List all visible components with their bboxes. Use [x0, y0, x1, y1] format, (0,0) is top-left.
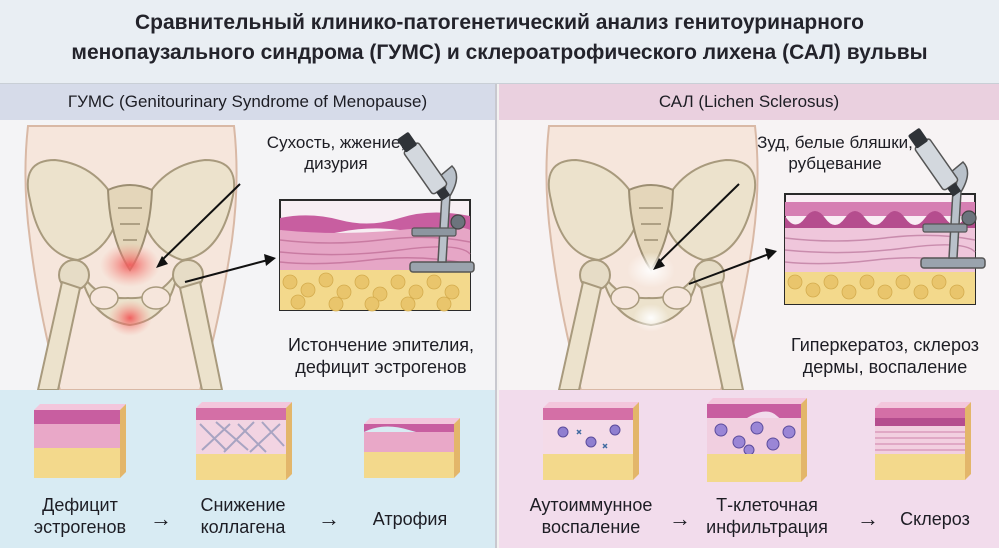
gums-symptoms-label: Сухость, жжение, дизурия: [250, 132, 422, 174]
gums-symptoms-line-2: дизурия: [304, 154, 368, 173]
gums-pathogenesis-flow: Дефицит эстрогенов → Снижение коллагена …: [0, 390, 497, 548]
microscope-icon: [397, 132, 475, 273]
microscope-icon: [908, 128, 986, 269]
flow-step-line-1: Аутоиммунное: [529, 495, 653, 515]
flow-step-line-1: Снижение: [200, 495, 286, 515]
sal-symptoms-line-2: рубцевание: [788, 154, 882, 173]
tissue-block-autoimmune: [543, 402, 639, 480]
flow-step-line-2: эстрогенов: [33, 517, 127, 537]
flow-arrow-icon: →: [318, 506, 340, 531]
gums-histology-line-2: дефицит эстрогенов: [295, 357, 467, 377]
flow-arrow-icon: →: [857, 506, 879, 531]
pelvis-illustration-gums: [24, 125, 238, 391]
sal-heading: САЛ (Lichen Sclerosus): [499, 84, 999, 120]
flow-step-line-2: коллагена: [200, 517, 286, 537]
flow-arrow-icon: →: [669, 506, 691, 531]
flow-arrow-icon: →: [150, 506, 172, 531]
tissue-block-estrogen-deficit: [34, 404, 126, 478]
flow-step-autoimmune-inflammation: Аутоиммунное воспаление: [521, 494, 661, 538]
sal-panel: САЛ (Lichen Sclerosus) Зуд, белые бляшки…: [499, 84, 999, 391]
sal-histology-line-2: дермы, воспаление: [802, 357, 968, 377]
flow-step-line-1: Атрофия: [372, 509, 448, 529]
flow-step-t-cell-infiltration: Т-клеточная инфильтрация: [699, 494, 835, 538]
gums-histology-line-1: Истончение эпителия,: [287, 335, 475, 355]
flow-step-line-1: Склероз: [900, 509, 970, 529]
title-line-1: Сравнительный клинико-патогенетический а…: [134, 11, 865, 34]
tissue-block-t-cell-infiltration: [707, 398, 807, 482]
tissue-block-collagen-loss: [196, 402, 292, 480]
sal-symptoms-label: Зуд, белые бляшки, рубцевание: [735, 132, 935, 174]
flow-step-sclerosis: Склероз: [883, 508, 987, 530]
tissue-block-atrophy: [364, 418, 460, 478]
sal-histology-label: Гиперкератоз, склероз дермы, воспаление: [775, 334, 995, 378]
flow-step-line-1: Дефицит: [42, 495, 118, 515]
gums-histology-section: [279, 199, 471, 312]
gums-heading: ГУМС (Genitourinary Syndrome of Menopaus…: [0, 84, 495, 120]
title-line-2: менопаузального синдрома (ГУМС) и склеро…: [71, 41, 928, 64]
title-banner: Сравнительный клинико-патогенетический а…: [0, 0, 999, 84]
sal-pathogenesis-flow: Аутоиммунное воспаление → Т-клеточная ин…: [499, 390, 999, 548]
gums-symptoms-line-1: Сухость, жжение,: [266, 133, 406, 152]
flow-step-collagen-decrease: Снижение коллагена: [186, 494, 300, 538]
flow-step-atrophy: Атрофия: [358, 508, 462, 530]
flow-step-line-1: Т-клеточная: [716, 495, 818, 515]
sal-histology-line-1: Гиперкератоз, склероз: [790, 335, 980, 355]
gums-histology-label: Истончение эпителия, дефицит эстрогенов: [276, 334, 486, 378]
flow-step-estrogen-deficit: Дефицит эстрогенов: [28, 494, 132, 538]
flow-step-line-2: воспаление: [541, 517, 641, 537]
sal-symptoms-line-1: Зуд, белые бляшки,: [757, 133, 913, 152]
flow-step-line-2: инфильтрация: [706, 517, 828, 537]
gums-panel: ГУМС (Genitourinary Syndrome of Menopaus…: [0, 84, 497, 391]
tissue-block-sclerosis: [875, 402, 971, 480]
